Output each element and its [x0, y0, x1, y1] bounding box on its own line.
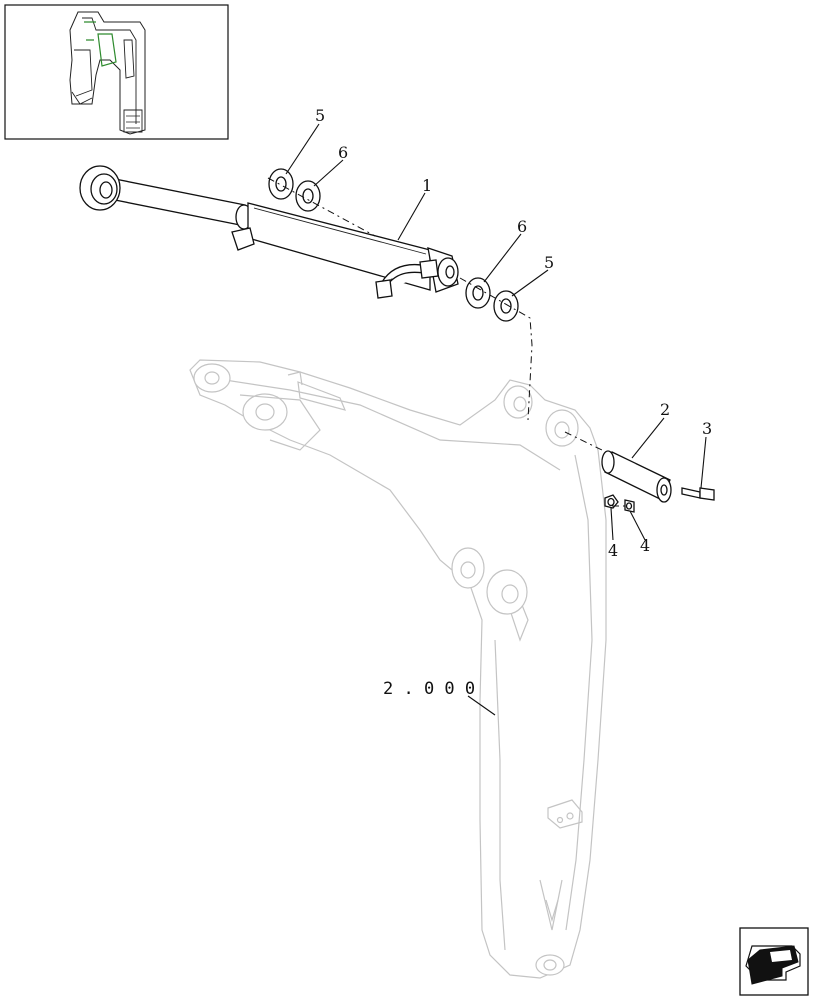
callout-1: 1: [422, 176, 432, 195]
callout-3: 3: [702, 419, 712, 438]
pin-2[interactable]: [601, 450, 672, 503]
washer-5-upper[interactable]: [268, 168, 294, 200]
bolt-3[interactable]: [681, 487, 715, 501]
callout-4-nut: 4: [608, 541, 618, 560]
washer-5-lower[interactable]: [493, 290, 519, 322]
machine-overview-thumbnail-icon: [69, 11, 146, 135]
washer-4[interactable]: [624, 499, 635, 513]
nut-4[interactable]: [604, 494, 619, 509]
callout-6-lower: 6: [517, 217, 527, 236]
callout-2: 2: [660, 400, 670, 419]
callout-5-upper: 5: [315, 106, 325, 125]
callout-4-washer: 4: [640, 536, 650, 555]
washer-6-lower[interactable]: [465, 277, 491, 309]
nav-arrow-button[interactable]: [739, 927, 809, 996]
leader-lines: [285, 123, 707, 716]
washer-6-upper[interactable]: [295, 180, 321, 212]
callout-6-upper: 6: [338, 143, 348, 162]
boom-outline: [189, 359, 607, 979]
assembly-centerlines: [267, 177, 626, 507]
hydraulic-cylinder[interactable]: [79, 165, 459, 299]
reference-label[interactable]: 2 . 0 0 0: [383, 679, 475, 699]
thumbnail-inset[interactable]: [4, 4, 229, 140]
arrow-left-down-icon: [745, 945, 801, 985]
callout-5-lower: 5: [544, 253, 554, 272]
